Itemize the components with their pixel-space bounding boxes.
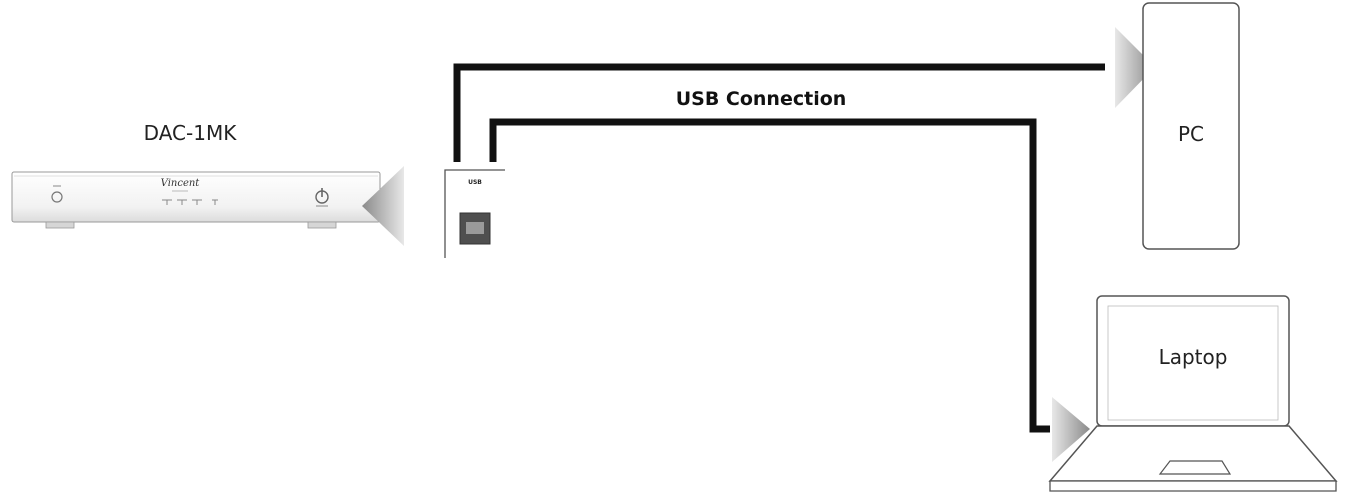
connection-label: USB Connection [676, 88, 847, 110]
indicator-leds [162, 199, 218, 205]
laptop-input-arrow-icon [1052, 397, 1090, 462]
dac-logo: Vincent [161, 178, 201, 189]
dac-foot-right [307, 221, 337, 229]
dac-input-arrow-icon [362, 166, 404, 246]
dac-device: DAC-1MK Vincent [11, 121, 381, 229]
laptop-device: Laptop [1048, 295, 1338, 492]
dac-label: DAC-1MK [144, 121, 238, 145]
selector-knob-icon [315, 188, 329, 207]
laptop-label: Laptop [1159, 345, 1228, 369]
dac-foot-left [45, 221, 75, 229]
cable-to-laptop [489, 118, 1050, 433]
cable-to-pc [453, 63, 1105, 162]
usb-port-panel: USB [444, 169, 505, 258]
power-button-icon [51, 185, 63, 203]
laptop-touchpad [1158, 460, 1232, 475]
pc-input-arrow-icon [1115, 27, 1155, 108]
pc-device: PC [1142, 2, 1240, 250]
usb-port-label: USB [468, 179, 482, 186]
pc-tower [1142, 2, 1240, 250]
pc-label: PC [1178, 122, 1204, 146]
